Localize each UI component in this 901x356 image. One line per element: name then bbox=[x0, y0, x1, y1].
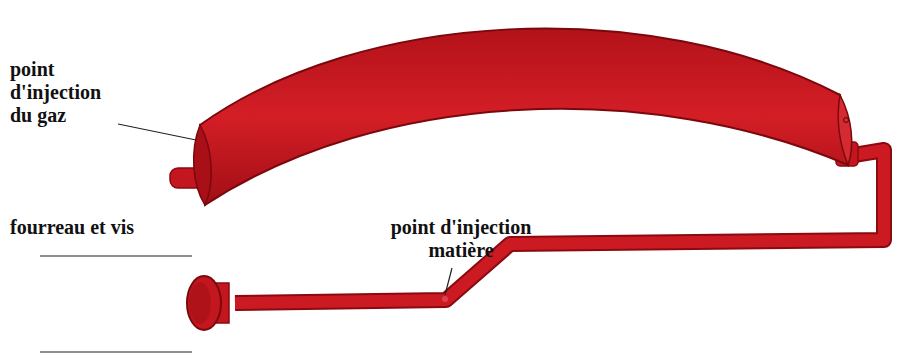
part-end-face bbox=[838, 95, 852, 165]
curved-part bbox=[200, 28, 848, 205]
barrel-disc bbox=[187, 276, 221, 330]
barrel-line bbox=[40, 255, 192, 256]
injection-point bbox=[442, 296, 448, 302]
runner bbox=[235, 150, 884, 303]
part-end-face bbox=[194, 125, 212, 205]
callout-label: fourreau et vis bbox=[10, 216, 180, 239]
callout-label: point d'injection matière bbox=[372, 216, 550, 262]
runner-outline bbox=[235, 150, 884, 303]
part-hole bbox=[844, 118, 849, 123]
leader-line bbox=[445, 268, 452, 295]
barrel-face bbox=[189, 282, 211, 324]
barrel-line bbox=[40, 351, 192, 352]
callout-label: point d'injection du gaz bbox=[10, 58, 122, 127]
leader-line bbox=[118, 124, 196, 140]
